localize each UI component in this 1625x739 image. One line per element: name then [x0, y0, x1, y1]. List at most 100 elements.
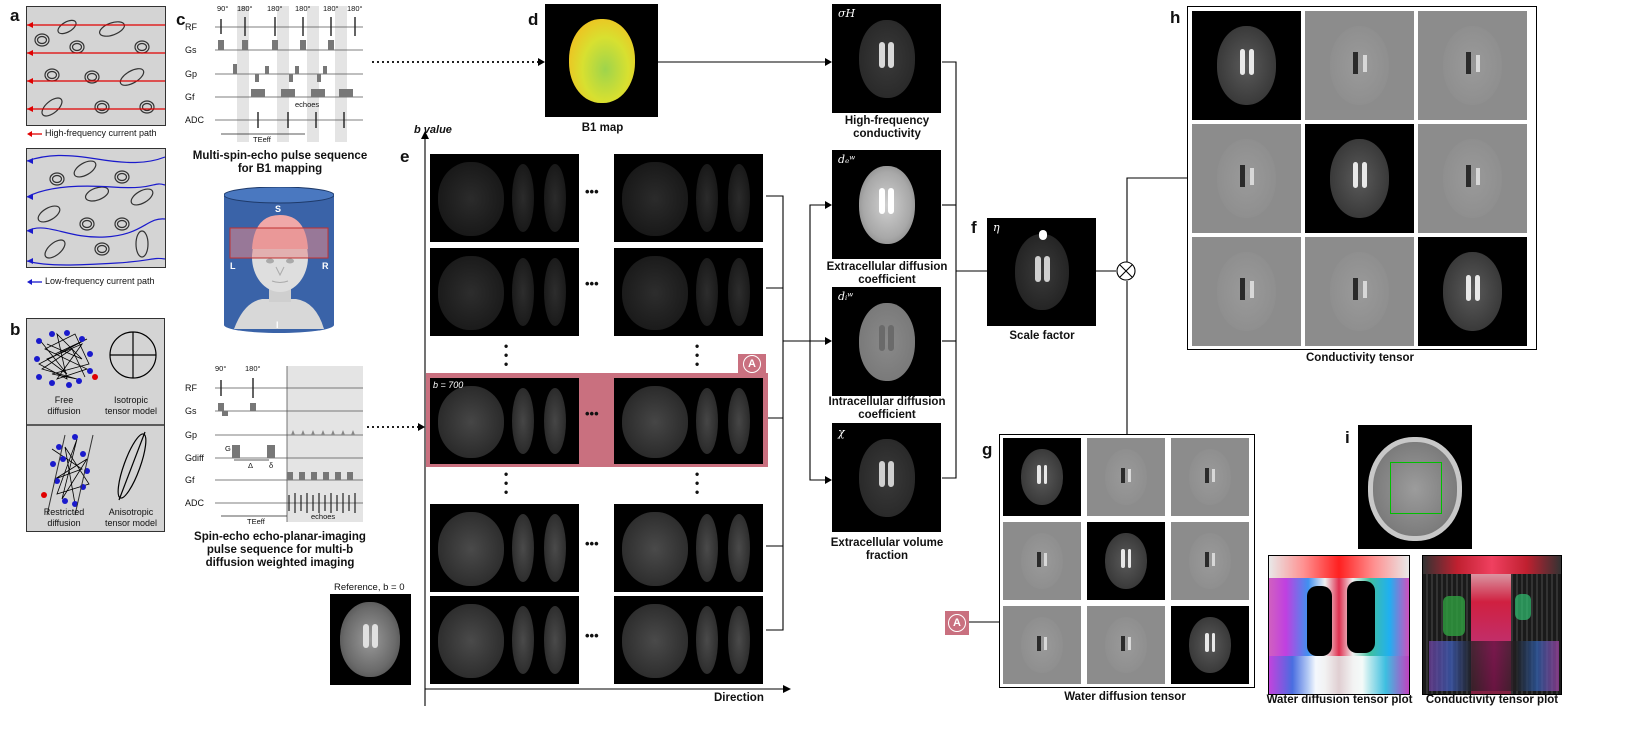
- cell-array-low: [27, 154, 165, 266]
- seq-bot-label-rf: RF: [185, 383, 197, 393]
- water-diffusion-tensor-frame: [999, 434, 1255, 688]
- marker-a-g: A: [945, 611, 969, 635]
- panel-label-d: d: [528, 10, 539, 29]
- seq-top-label-adc: ADC: [185, 115, 205, 125]
- dwi-image-r3-c1: [430, 378, 579, 464]
- water-tensor-cell-r2-c1: [1003, 522, 1081, 600]
- angle-180-5: 180°: [347, 4, 363, 13]
- conductivity-tensor-cell-r2-c3: [1418, 124, 1527, 233]
- panel-a-low-frequency-diagram: [26, 148, 166, 268]
- ellipsis-row2: •••: [585, 276, 599, 291]
- head-cylinder-illustration: S I L R: [224, 187, 334, 333]
- panel-label-e: e: [400, 147, 410, 166]
- seq-bot-label-gs: Gs: [185, 406, 197, 416]
- red-arrow-icon: [27, 131, 42, 137]
- dwi-image-r5-c2: [614, 596, 763, 684]
- parameter-map-1: σH: [832, 4, 941, 113]
- seq-top-label-rf: RF: [185, 22, 197, 32]
- conductivity-tensor-caption: Conductivity tensor: [1306, 352, 1414, 364]
- roi-box: [1390, 462, 1442, 514]
- b-value-axis-label: b value: [414, 124, 452, 136]
- bot-angle-180: 180°: [245, 364, 261, 373]
- ellipsis-row3: •••: [585, 406, 599, 421]
- conductivity-plot-caption: Conductivity tensor plot: [1425, 694, 1559, 706]
- conductivity-tensor-frame: [1187, 6, 1537, 350]
- ellipsis-row1: •••: [585, 184, 599, 199]
- seq-bot-label-gp: Gp: [185, 430, 198, 440]
- big-delta-label: Δ: [248, 461, 254, 470]
- free-diffusion-label: Free diffusion: [47, 395, 81, 416]
- water-tensor-cell-r1-c3: [1171, 438, 1249, 516]
- water-tensor-cell-r3-c2: [1087, 606, 1165, 684]
- marker-a-label-g: A: [948, 614, 966, 632]
- diffusion-sketch: [27, 330, 164, 516]
- dwi-image-r5-c1: [430, 596, 579, 684]
- parameter-map-4: χ: [832, 423, 941, 532]
- seq-top-label-gp: Gp: [185, 69, 198, 79]
- conductivity-tensor-cell-r3-c2: [1305, 237, 1414, 346]
- low-frequency-legend: Low-frequency current path: [45, 276, 155, 286]
- vertical-dots-2: • • •: [695, 339, 700, 371]
- reference-label: Reference, b = 0: [334, 582, 405, 593]
- reference-b0-image: [330, 594, 411, 685]
- b1-map-image: [545, 4, 658, 117]
- water-tensor-cell-r1-c1: [1003, 438, 1081, 516]
- scale-factor-caption: Scale factor: [1009, 330, 1075, 342]
- conductivity-tensor-cell-r1-c1: [1192, 11, 1301, 120]
- anisotropic-model-label: Anisotropic tensor model: [104, 507, 158, 528]
- water-diffusion-tensor-caption: Water diffusion tensor: [1064, 691, 1186, 703]
- t1-anatomy-image: [1358, 425, 1472, 549]
- head-label-s: S: [275, 204, 282, 214]
- map-symbol-3: dᵢʷ: [838, 290, 854, 303]
- eta-symbol: η: [993, 221, 1000, 234]
- small-delta-label: δ: [269, 461, 274, 470]
- cell-array-high: [27, 19, 165, 117]
- epi-diffusion-sequence: RF Gs Gp Gdiff Gf ADC 90° 180° G Δ δ ech…: [185, 358, 365, 526]
- multi-spin-echo-sequence: RF Gs Gp Gf ADC 90° 180° 180° 180° 180° …: [185, 2, 365, 144]
- panel-label-a: a: [10, 6, 20, 25]
- parameter-map-3: dᵢʷ: [832, 287, 941, 396]
- multi-spin-echo-caption: Multi-spin-echo pulse sequence for B1 ma…: [192, 150, 368, 175]
- vertical-dots-1: • • •: [504, 339, 509, 371]
- conductivity-tensor-cell-r1-c2: [1305, 11, 1414, 120]
- panel-label-c: c: [176, 10, 186, 29]
- angle-180-2: 180°: [267, 4, 283, 13]
- panel-label-i: i: [1345, 428, 1350, 447]
- water-diffusion-tensor-plot: [1268, 555, 1410, 695]
- conductivity-tensor-cell-r3-c3: [1418, 237, 1527, 346]
- map-symbol-1: σH: [838, 7, 856, 20]
- isotropic-model-label: Isotropic tensor model: [104, 395, 158, 416]
- te-label-top: TEeff: [253, 135, 271, 144]
- panel-label-h: h: [1170, 8, 1181, 27]
- echoes-label-top: echoes: [295, 100, 320, 109]
- dwi-image-r2-c1: [430, 248, 579, 336]
- panel-label-f: f: [971, 218, 977, 237]
- seq-top-label-gf: Gf: [185, 92, 195, 102]
- water-diffusion-plot-caption: Water diffusion tensor plot: [1266, 694, 1413, 706]
- seq-bot-label-gdiff: Gdiff: [185, 453, 204, 463]
- head-label-i: I: [276, 320, 279, 330]
- water-tensor-cell-r1-c2: [1087, 438, 1165, 516]
- water-tensor-cell-r3-c3: [1171, 606, 1249, 684]
- panel-label-g: g: [982, 440, 993, 459]
- ellipsis-row4: •••: [585, 536, 599, 551]
- seq-top-label-gs: Gs: [185, 45, 197, 55]
- conductivity-tensor-plot: [1422, 555, 1562, 695]
- high-frequency-legend: High-frequency current path: [45, 128, 157, 138]
- parameter-map-2: dₑʷ: [832, 150, 941, 259]
- conductivity-tensor-cell-r1-c3: [1418, 11, 1527, 120]
- map-symbol-2: dₑʷ: [838, 153, 856, 166]
- map-symbol-4: χ: [838, 426, 845, 439]
- vertical-dots-4: • • •: [695, 467, 700, 499]
- direction-axis-label: Direction: [714, 692, 764, 704]
- parameter-map-caption-3: Intracellular diffusion coefficient: [828, 396, 946, 421]
- head-cylinder-svg: [224, 187, 334, 333]
- dwi-image-r3-c2: [614, 378, 763, 464]
- marker-a-label-e: A: [743, 355, 761, 373]
- parameter-map-caption-1: High-frequency conductivity: [844, 115, 930, 140]
- dwi-image-r4-c1: [430, 504, 579, 592]
- conductivity-tensor-cell-r2-c1: [1192, 124, 1301, 233]
- gradient-g-label: G: [225, 444, 231, 453]
- sequence-diagram-top: [215, 6, 363, 142]
- b1-map-caption: B1 map: [581, 122, 624, 134]
